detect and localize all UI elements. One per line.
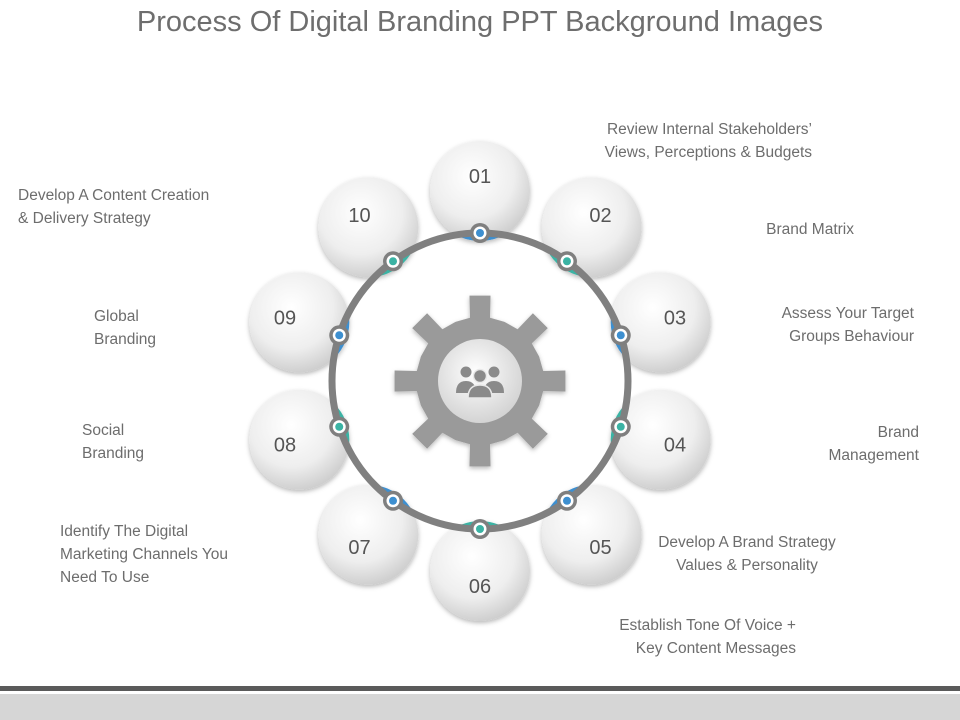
step-label-10: Develop A Content Creation & Delivery St… [18, 187, 210, 227]
step-number: 10 [348, 205, 370, 227]
step-01: 01 [430, 141, 530, 241]
ring-node [556, 490, 577, 511]
step-label-04: Brand Management [828, 424, 919, 464]
footer-bar-dark [0, 686, 960, 691]
ring-node [470, 223, 490, 243]
step-number: 04 [664, 434, 686, 456]
step-number: 02 [589, 205, 611, 227]
step-ball [610, 389, 711, 490]
ring-node [383, 490, 404, 511]
step-ball [249, 389, 350, 490]
step-label-03: Assess Your Target Groups Behaviour [781, 305, 914, 345]
step-label-01: Review Internal Stakeholders’ Views, Per… [604, 121, 812, 161]
footer-bar-light [0, 694, 960, 720]
gear-icon [394, 295, 566, 467]
step-label-07: Identify The Digital Marketing Channels … [60, 523, 229, 586]
page-title: Process Of Digital Branding PPT Backgrou… [136, 6, 824, 38]
ring-node [556, 251, 577, 272]
people-group-icon [456, 366, 504, 399]
step-ball [430, 141, 530, 241]
ring-node [329, 325, 350, 346]
step-label-02: Brand Matrix [766, 221, 854, 238]
step-ball [430, 521, 530, 621]
ring-node [329, 416, 350, 437]
step-number: 01 [469, 166, 491, 188]
step-label-05: Develop A Brand Strategy Values & Person… [658, 534, 836, 574]
ring-node [610, 416, 631, 437]
step-ball [249, 272, 350, 373]
step-09: 09 [249, 272, 350, 373]
step-number: 05 [589, 537, 611, 559]
step-number: 03 [664, 308, 686, 330]
step-03: 03 [610, 272, 711, 373]
step-06: 06 [430, 521, 530, 621]
step-label-09: Global Branding [94, 308, 157, 348]
step-04: 04 [610, 389, 711, 490]
ring-node [610, 325, 631, 346]
ring-node [470, 519, 490, 539]
step-number: 09 [274, 308, 296, 330]
step-08: 08 [249, 389, 350, 490]
step-number: 07 [348, 537, 370, 559]
step-label-08: Social Branding [82, 422, 145, 462]
ring-node [383, 251, 404, 272]
step-ball [610, 272, 711, 373]
step-number: 06 [469, 576, 491, 598]
step-label-06: Establish Tone Of Voice + Key Content Me… [619, 617, 796, 657]
step-number: 08 [274, 434, 296, 456]
